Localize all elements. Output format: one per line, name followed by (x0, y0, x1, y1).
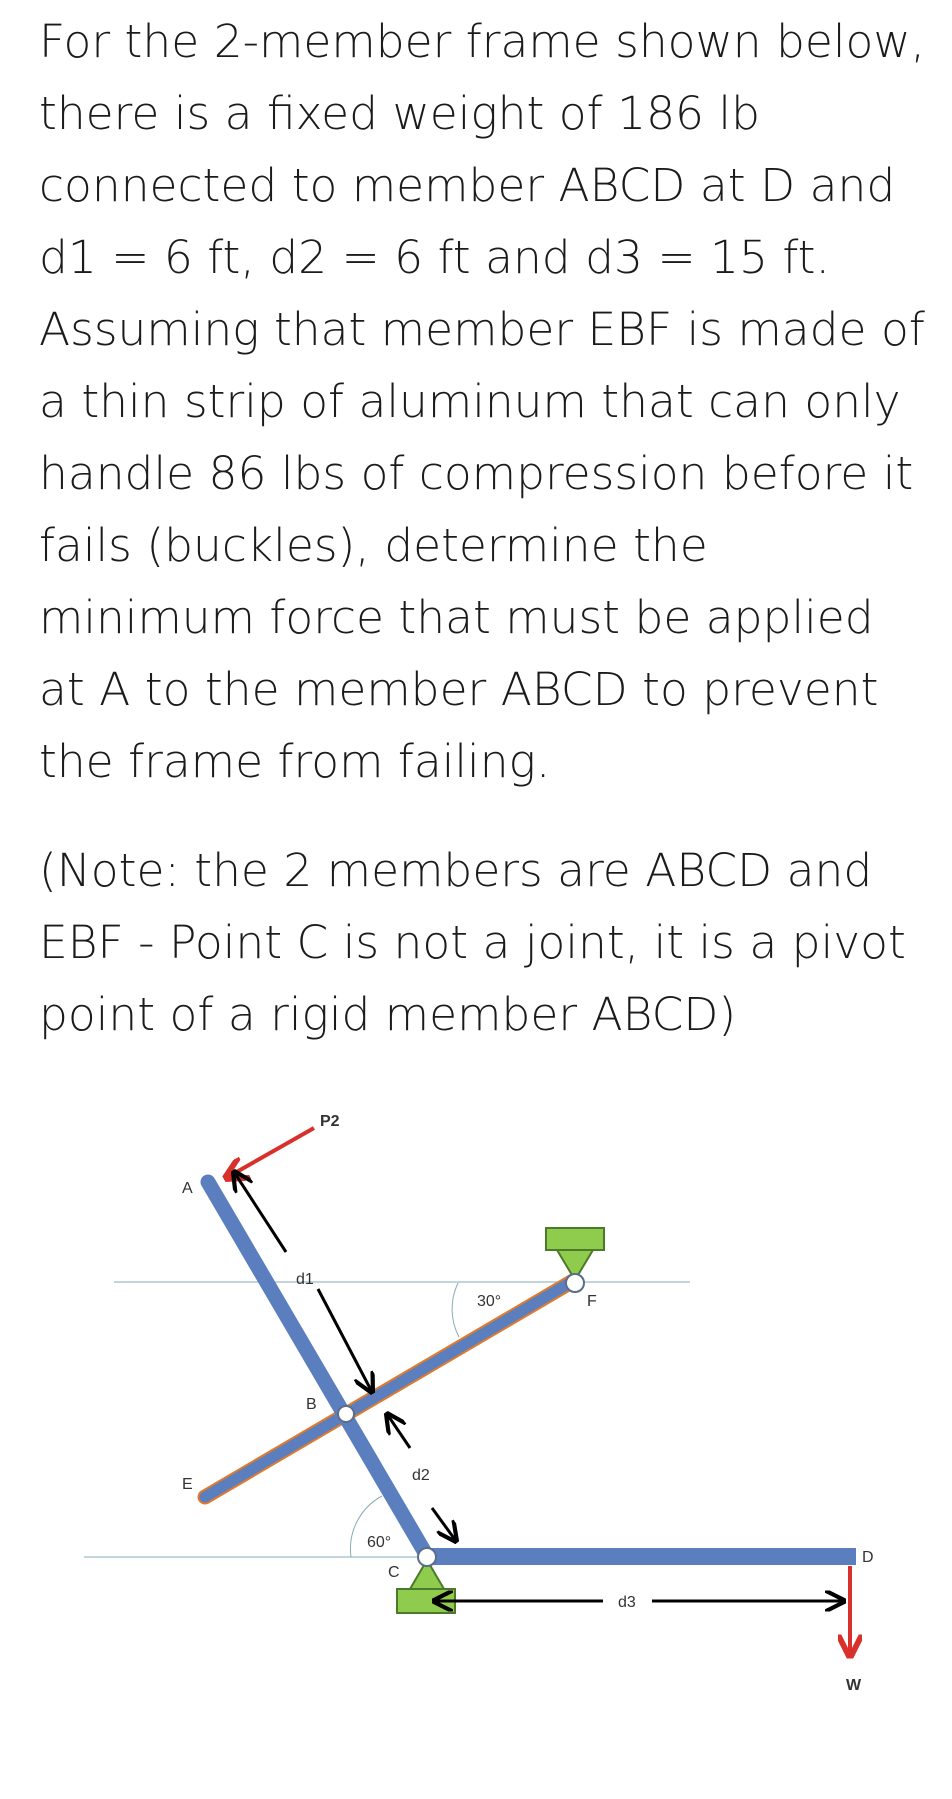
label-d1: d1 (296, 1271, 314, 1288)
label-d: D (862, 1549, 874, 1566)
label-d2: d2 (412, 1467, 430, 1484)
frame-diagram: A B C D E F P2 W d1 d2 d3 30° 60° (0, 1000, 952, 1760)
pin-f (565, 1273, 585, 1293)
label-d3: d3 (618, 1594, 636, 1611)
label-w: W (846, 1677, 862, 1694)
problem-text: For the 2-member frame shown below, ther… (39, 6, 929, 1051)
label-c: C (388, 1564, 400, 1581)
label-angle-30: 30° (477, 1293, 501, 1310)
pin-b (337, 1405, 355, 1423)
label-angle-60: 60° (367, 1534, 391, 1551)
label-b: B (306, 1396, 317, 1413)
label-p2: P2 (320, 1113, 340, 1130)
member-abcd-horizontal (426, 1548, 856, 1565)
force-arrow-p2 (226, 1126, 315, 1178)
dimension-d2-upper (387, 1414, 412, 1449)
dimension-d1-lower (316, 1288, 372, 1392)
support-pin-f-block (545, 1227, 605, 1251)
member-abcd-inclined (200, 1174, 435, 1564)
label-a: A (182, 1180, 193, 1197)
label-f: F (587, 1293, 597, 1310)
angle-arc-60 (349, 1495, 383, 1558)
label-e: E (182, 1476, 193, 1493)
problem-note: (Note: the 2 members are ABCD and EBF - … (39, 844, 906, 1041)
member-ebf-inner (199, 1275, 579, 1503)
angle-arc-30 (451, 1282, 460, 1338)
pin-c (417, 1547, 437, 1567)
frame-diagram-svg: A B C D E F P2 W d1 d2 d3 30° 60° (84, 1113, 874, 1694)
support-c-triangle (408, 1558, 446, 1590)
dimension-d1-upper (234, 1172, 288, 1253)
dimension-d2-lower (430, 1507, 456, 1541)
support-pin-f-triangle (555, 1249, 595, 1282)
problem-statement: For the 2-member frame shown below, ther… (39, 15, 926, 788)
